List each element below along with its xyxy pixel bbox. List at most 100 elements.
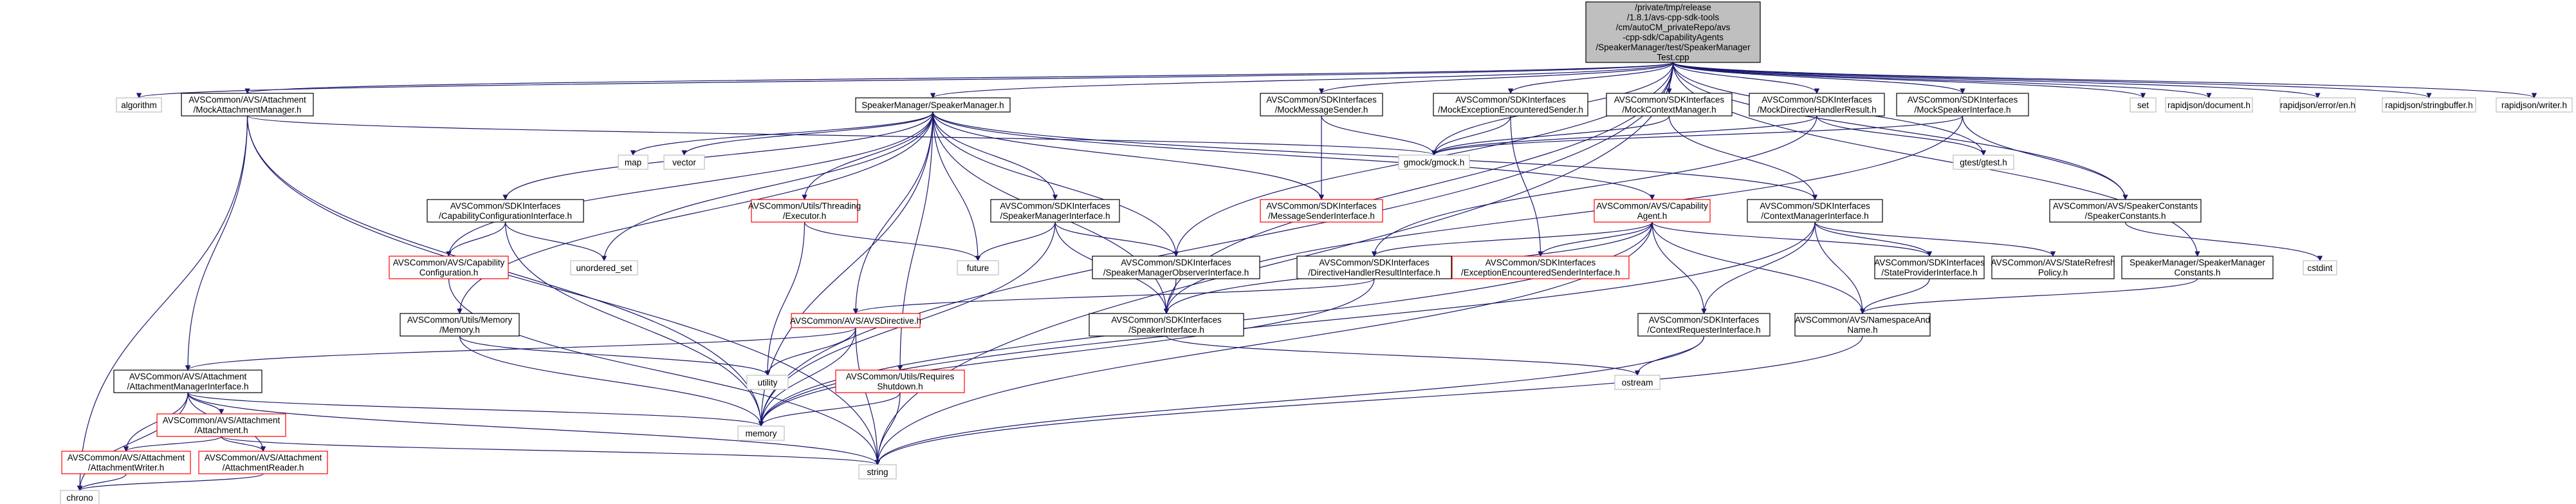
node-mockMessageSender[interactable]: AVSCommon/SDKInterfaces/MockMessageSende… (1260, 93, 1383, 117)
node-exceptionSenderInterface[interactable]: AVSCommon/SDKInterfaces/ExceptionEncount… (1451, 256, 1630, 279)
node-speakerManager[interactable]: SpeakerManager/SpeakerManager.h (855, 97, 1011, 113)
node-label-line: AVSCommon/SDKInterfaces (1319, 258, 1430, 268)
node-label-line: /ContextManagerInterface.h (1761, 211, 1868, 221)
node-label-line: chrono (66, 493, 93, 503)
node-label-line: SpeakerManager/SpeakerManager (2130, 258, 2265, 268)
node-mockContextManager[interactable]: AVSCommon/SDKInterfaces/MockContextManag… (1606, 93, 1733, 117)
node-label-line: /MessageSenderInterface.h (1268, 211, 1375, 221)
node-box (198, 451, 328, 474)
node-set: set (2130, 97, 2157, 113)
node-mockExceptionSender[interactable]: AVSCommon/SDKInterfaces/MockExceptionEnc… (1433, 93, 1588, 117)
edge-speakerManager-to-memory (758, 111, 934, 427)
node-directiveHandlerResultInterface[interactable]: AVSCommon/SDKInterfaces/DirectiveHandler… (1296, 256, 1452, 279)
edge-attachmentManagerInterface-to-chrono (77, 392, 189, 491)
node-label-line: AVSCommon/AVS/AVSDirective.h (790, 316, 921, 326)
edge-mockContextManager-to-gmock (1431, 115, 1670, 156)
edge-directiveHandlerResultInterface-to-memory (758, 278, 1375, 427)
node-label-line: AVSCommon/AVS/Attachment (205, 453, 322, 463)
node-attachmentReader[interactable]: AVSCommon/AVS/Attachment/AttachmentReade… (198, 451, 328, 474)
edge-capabilityConfigurationInterface-to-capabilityConfiguration (446, 221, 506, 257)
node-attachment[interactable]: AVSCommon/AVS/Attachment/Attachment.h (156, 413, 286, 437)
edge-root-to-speakerConstants (1672, 62, 2128, 200)
node-label-line: Constants.h (2174, 268, 2220, 277)
node-contextManagerInterface[interactable]: AVSCommon/SDKInterfaces/ContextManagerIn… (1747, 199, 1883, 223)
node-capabilityConfigurationInterface[interactable]: AVSCommon/SDKInterfaces/CapabilityConfig… (427, 199, 584, 223)
node-label-line: unordered_set (576, 263, 632, 273)
node-box (400, 313, 520, 337)
node-avsDirective[interactable]: AVSCommon/AVS/AVSDirective.h (790, 313, 921, 328)
node-attachmentWriter[interactable]: AVSCommon/AVS/Attachment/AttachmentWrite… (61, 451, 191, 474)
edge-capabilityConfigurationInterface-to-memory (504, 221, 764, 427)
node-mockSpeakerInterface[interactable]: AVSCommon/SDKInterfaces/MockSpeakerInter… (1896, 93, 2029, 117)
edge-mockAttachmentManager-to-string (246, 115, 881, 465)
edge-avsDirective-to-string (855, 327, 881, 465)
node-capabilityAgent[interactable]: AVSCommon/AVS/CapabilityAgent.h (1594, 199, 1711, 223)
node-box (2130, 97, 2157, 113)
node-label-line: AVSCommon/SDKInterfaces (1111, 315, 1222, 325)
node-box (427, 199, 584, 223)
node-box (1991, 256, 2115, 279)
node-box (2496, 97, 2573, 113)
edge-root-to-rjDocument (1672, 62, 2212, 98)
edge-speakerManager-to-messageSenderInterface (932, 111, 1325, 200)
node-rjError: rapidjson/error/en.h (2279, 97, 2356, 113)
node-box (1585, 1, 1761, 63)
node-label-line: gmock/gmock.h (1404, 158, 1465, 167)
node-box (1637, 313, 1771, 337)
edge-speakerManager-to-map (630, 111, 934, 156)
edge-mockAttachmentManager-to-chrono (77, 115, 248, 491)
node-label-line: /SpeakerManagerInterface.h (1000, 211, 1110, 221)
edge-mockDirectiveHandlerResult-to-gmock (1431, 115, 1817, 156)
node-attachmentManagerInterface[interactable]: AVSCommon/AVS/Attachment/AttachmentManag… (113, 369, 262, 393)
node-label-line: AVSCommon/AVS/SpeakerConstants (2053, 201, 2198, 211)
node-label-line: /SpeakerManager/test/SpeakerManager (1596, 42, 1751, 52)
node-label-line: gtest/gtest.h (1960, 158, 2007, 167)
node-speakerManagerInterface[interactable]: AVSCommon/SDKInterfaces/SpeakerManagerIn… (990, 199, 1120, 223)
edge-attachment-to-attachmentReader (221, 436, 266, 452)
node-label-line: /MockContextManager.h (1622, 105, 1716, 115)
node-label-line: cstdint (2307, 263, 2332, 273)
edge-contextRequesterInterface-to-string (874, 335, 1705, 465)
node-label-line: AVSCommon/Utils/Requires (846, 372, 955, 382)
node-label-line: utility (758, 378, 778, 387)
node-messageSenderInterface[interactable]: AVSCommon/SDKInterfaces/MessageSenderInt… (1260, 199, 1383, 223)
node-memory: memory (737, 425, 785, 441)
edge-threadingExecutor-to-future (804, 221, 981, 261)
edge-contextManagerInterface-to-memory (758, 221, 1816, 427)
node-label-line: /SpeakerManagerObserverInterface.h (1103, 268, 1249, 277)
node-mockDirectiveHandlerResult[interactable]: AVSCommon/SDKInterfaces/MockDirectiveHan… (1749, 93, 1885, 117)
node-rjStringbuffer: rapidjson/stringbuffer.h (2382, 97, 2476, 113)
edge-capabilityAgent-to-directiveHandlerResultInterface (1371, 221, 1653, 257)
node-label-line: Configuration.h (419, 268, 479, 277)
node-label-line: /Executor.h (783, 211, 827, 221)
node-speakerConstants[interactable]: AVSCommon/AVS/SpeakerConstants/SpeakerCo… (2049, 199, 2202, 223)
node-threadingExecutor[interactable]: AVSCommon/Utils/Threading/Executor.h (748, 199, 861, 223)
node-stateProviderInterface[interactable]: AVSCommon/SDKInterfaces/StateProviderInt… (1874, 256, 1985, 279)
node-label-line: AVSCommon/AVS/Attachment (163, 416, 281, 425)
node-box (1749, 93, 1885, 117)
node-contextRequesterInterface[interactable]: AVSCommon/SDKInterfaces/ContextRequester… (1637, 313, 1771, 337)
edge-mockAttachmentManager-to-attachmentManagerInterface (185, 115, 248, 371)
node-box (957, 260, 999, 275)
edge-speakerManagerConstants-to-namespaceAndName (1859, 278, 2198, 314)
node-capabilityConfiguration[interactable]: AVSCommon/AVS/CapabilityConfiguration.h (389, 256, 509, 279)
node-utilsMemory[interactable]: AVSCommon/Utils/Memory/Memory.h (400, 313, 520, 337)
edge-root-to-speakerManager (930, 62, 1674, 98)
node-label-line: /AttachmentManagerInterface.h (127, 382, 248, 391)
node-label-line: AVSCommon/Utils/Memory (407, 315, 513, 325)
node-speakerManagerObserverInterface[interactable]: AVSCommon/SDKInterfaces/SpeakerManagerOb… (1092, 256, 1260, 279)
node-label-line: /CapabilityConfigurationInterface.h (439, 211, 572, 221)
edge-root-to-memory (758, 62, 1674, 427)
node-mockAttachmentManager[interactable]: AVSCommon/AVS/Attachment/MockAttachmentM… (181, 93, 314, 117)
node-box (60, 490, 100, 504)
edge-capabilityAgent-to-stateProviderInterface (1651, 221, 1933, 257)
node-box (1953, 154, 2014, 170)
node-speakerInterface[interactable]: AVSCommon/SDKInterfaces/SpeakerInterface… (1089, 313, 1244, 337)
node-box (1296, 256, 1452, 279)
node-box (858, 464, 897, 480)
edge-capabilityConfiguration-to-string (448, 278, 881, 465)
